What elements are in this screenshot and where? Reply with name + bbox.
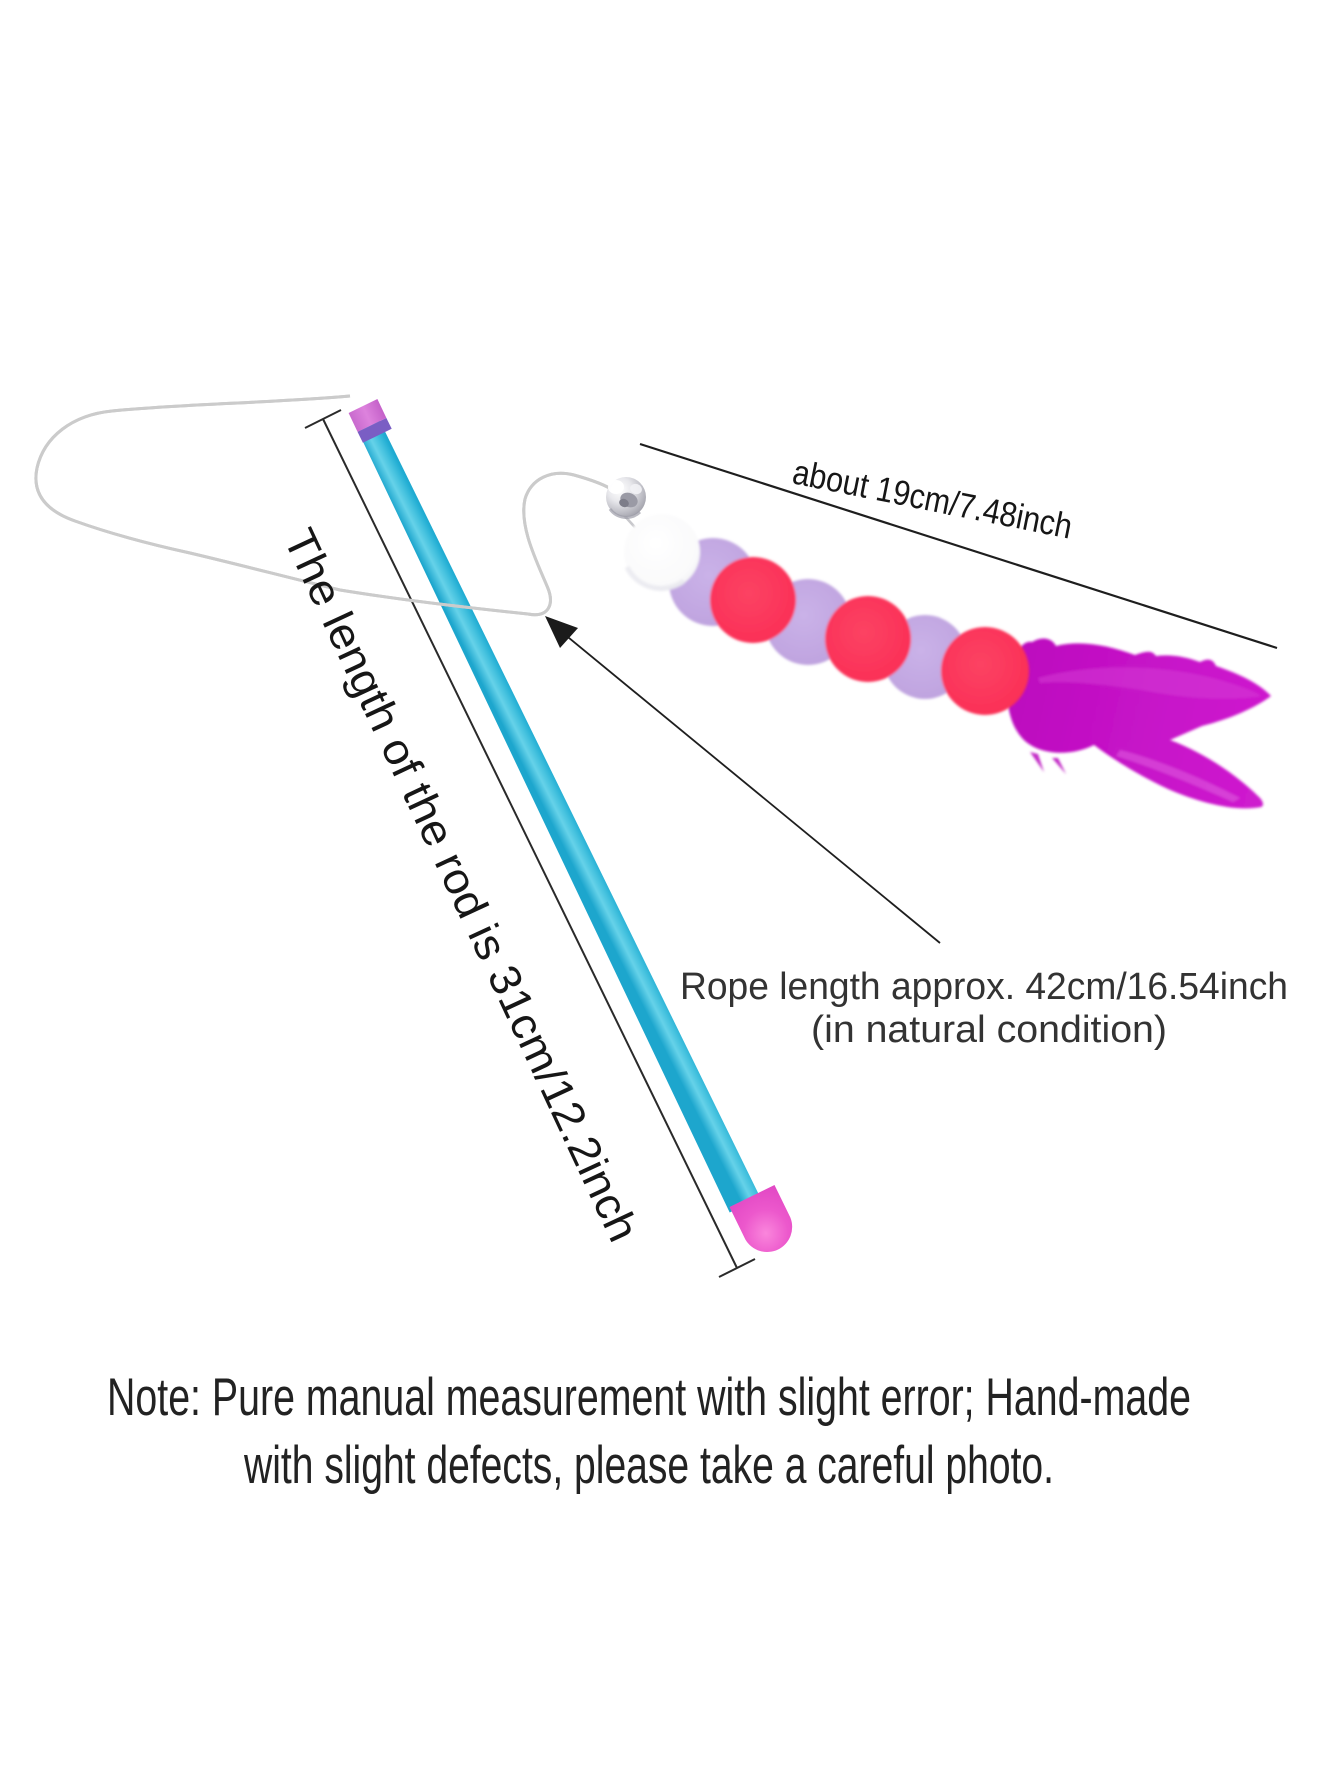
svg-text:with slight defects, please ta: with slight defects, please take a caref… xyxy=(243,1436,1054,1495)
svg-text:(in natural condition): (in natural condition) xyxy=(811,1009,1167,1051)
svg-text:Rope length approx. 42cm/16.54: Rope length approx. 42cm/16.54inch xyxy=(680,966,1288,1008)
svg-text:Note: Pure manual measurement: Note: Pure manual measurement with sligh… xyxy=(107,1368,1191,1427)
svg-text:about 19cm/7.48inch: about 19cm/7.48inch xyxy=(789,453,1075,547)
